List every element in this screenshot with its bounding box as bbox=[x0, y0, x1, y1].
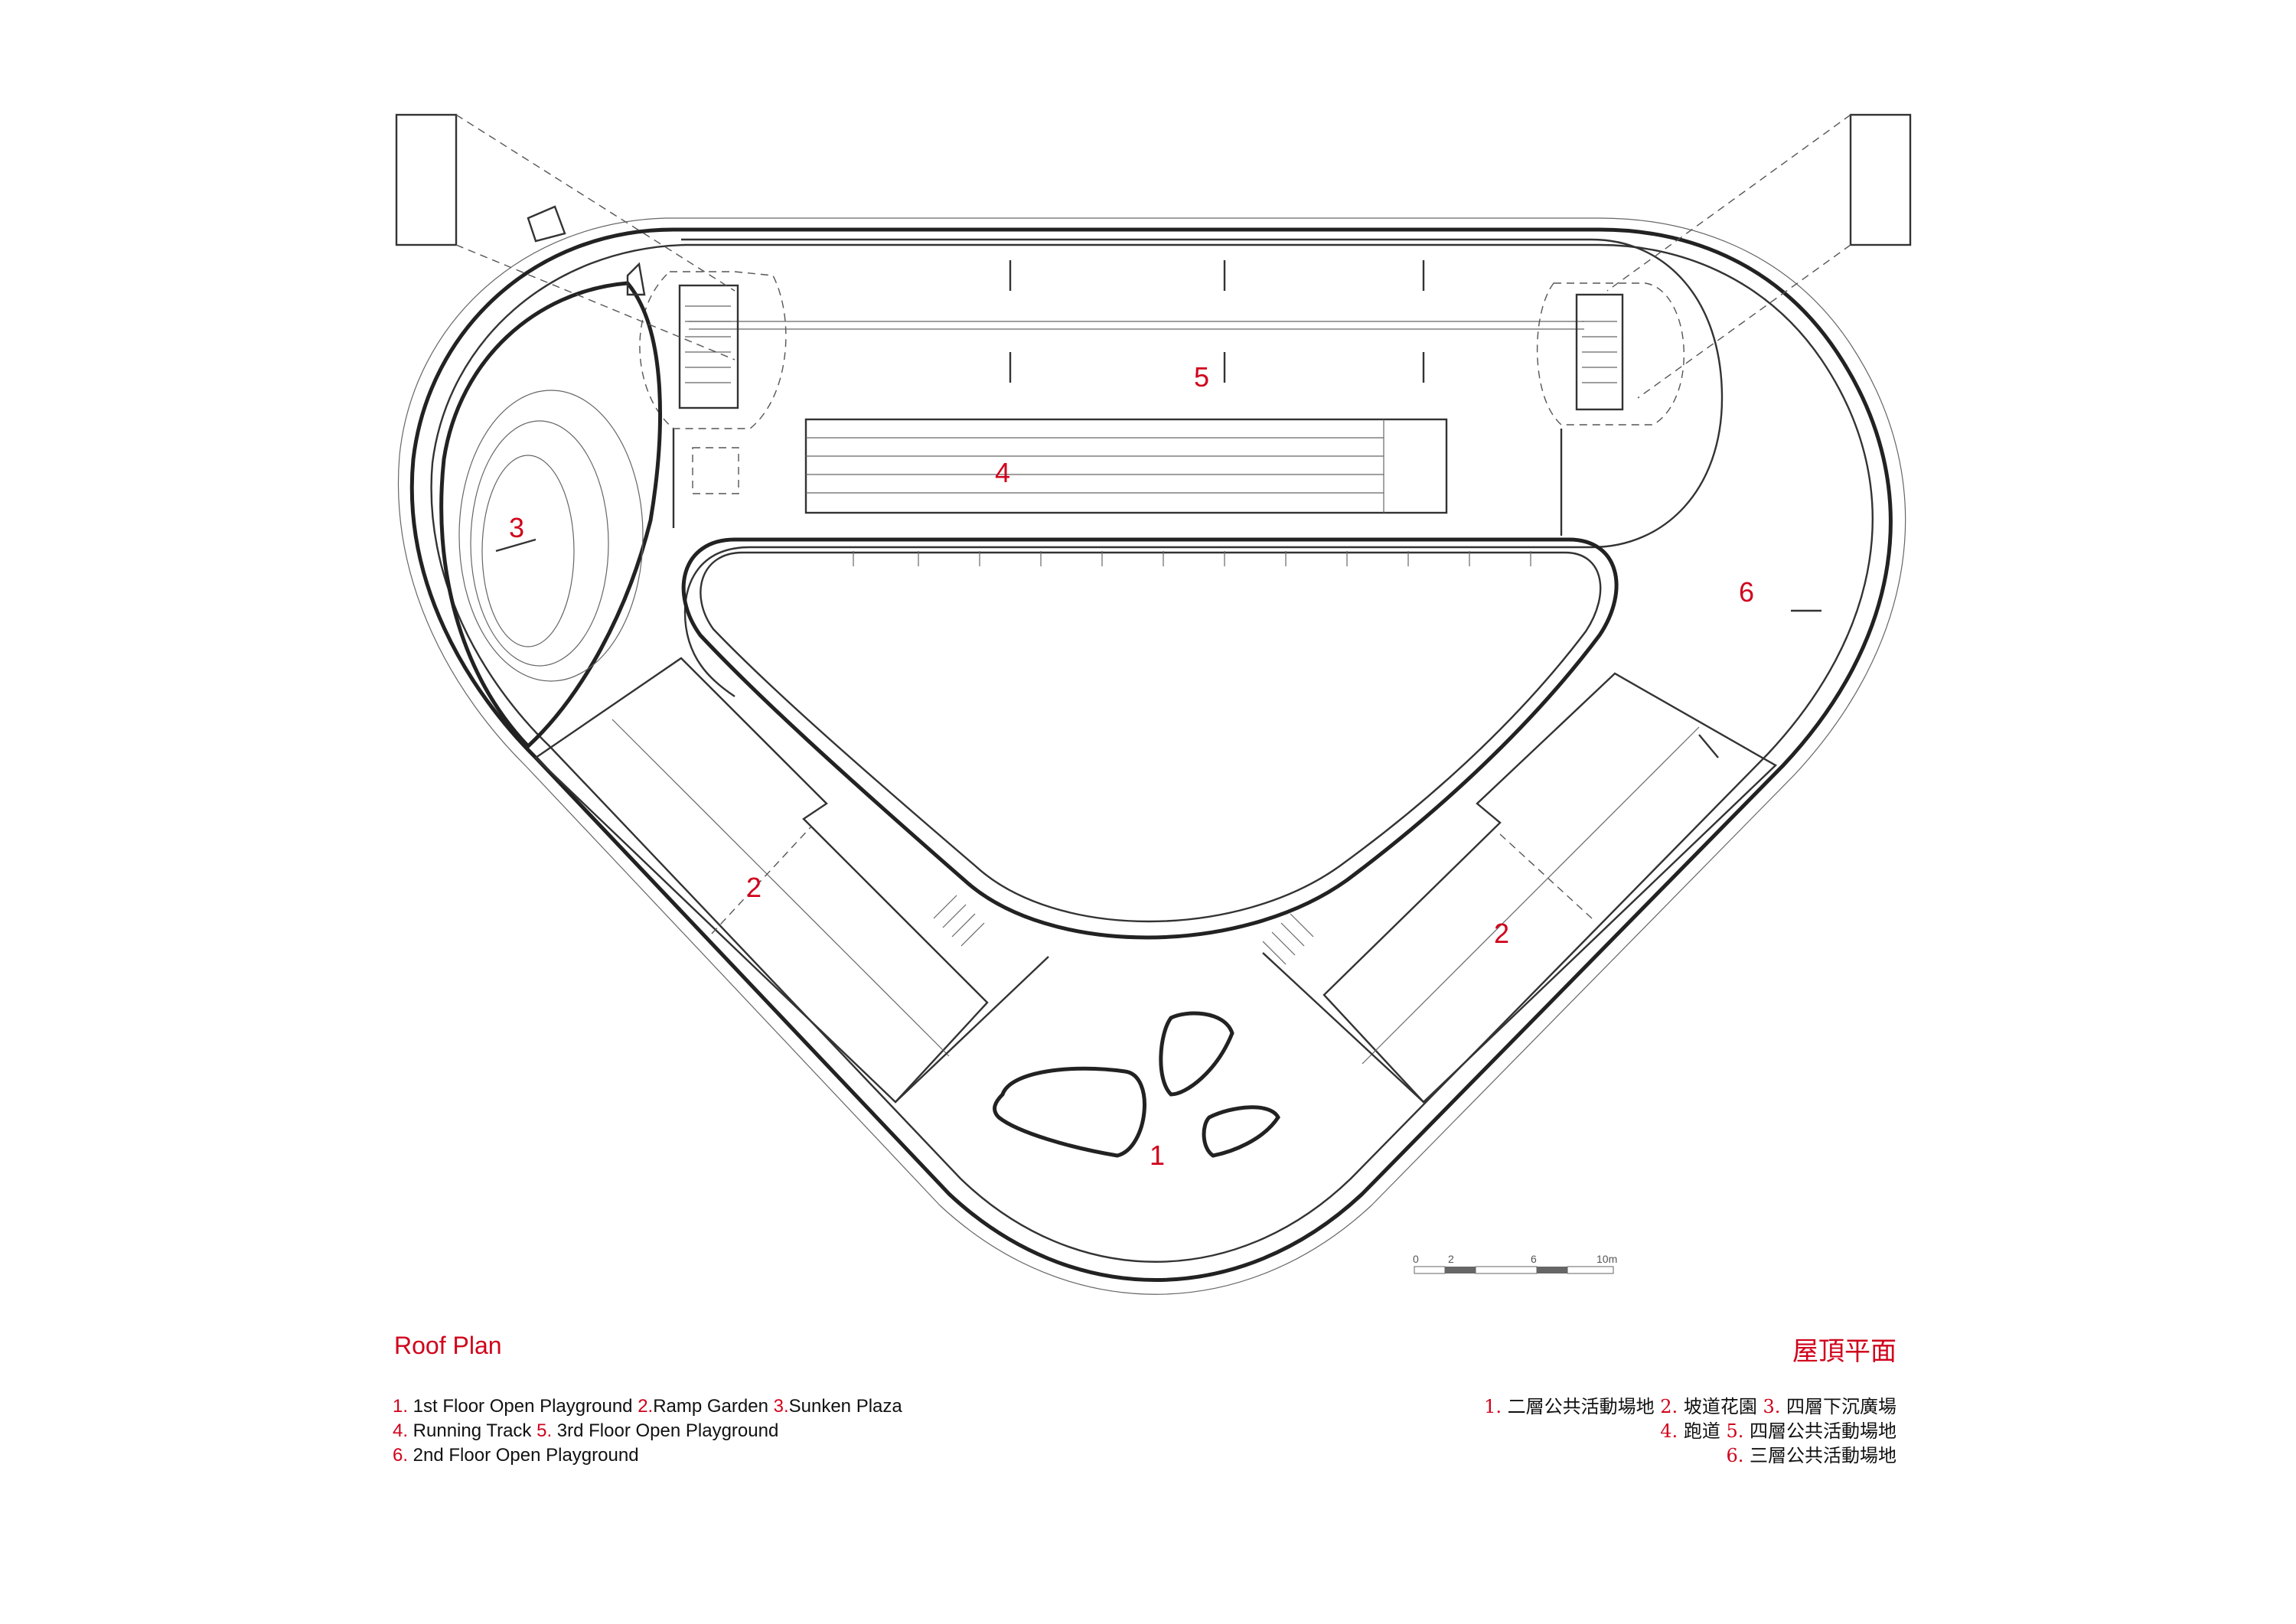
legend-text: 三層公共活動場地 bbox=[1743, 1445, 1896, 1466]
outer-envelope-rim bbox=[398, 217, 1906, 1295]
playground-island-large bbox=[993, 1066, 1146, 1158]
legend-zh-line-1: 1. 二層公共活動場地 2. 坡道花園 3. 四層下沉廣場 bbox=[1484, 1394, 1896, 1419]
legend-text: 四層公共活動場地 bbox=[1743, 1420, 1896, 1442]
zone-label-3: 3 bbox=[509, 512, 524, 543]
legend-en: 1. 1st Floor Open Playground 2.Ramp Gard… bbox=[393, 1394, 902, 1468]
scale-bar: 0 2 6 10m bbox=[1413, 1253, 1617, 1274]
legend-text: 二層公共活動場地 bbox=[1502, 1396, 1661, 1417]
legend-num: 1. bbox=[1484, 1396, 1502, 1417]
zone-label-6: 6 bbox=[1739, 576, 1754, 608]
section-marker-right bbox=[1849, 113, 1912, 246]
legend-text: Ramp Garden bbox=[653, 1396, 774, 1417]
legend-num: 4. bbox=[393, 1420, 409, 1441]
legend-text: 四層下沉廣場 bbox=[1780, 1396, 1896, 1417]
sunken-plaza-ring-2 bbox=[470, 420, 609, 667]
section-leader-3 bbox=[1606, 114, 1851, 292]
zone-label-5: 5 bbox=[1194, 361, 1209, 393]
legend-text: 1st Floor Open Playground bbox=[408, 1396, 638, 1417]
upper-deck-outline bbox=[681, 238, 1724, 697]
ramp-garden-right bbox=[1322, 672, 1777, 1104]
stair-treads-left bbox=[685, 305, 731, 383]
scale-tick-10: 10m bbox=[1596, 1253, 1617, 1265]
legend-title-en: Roof Plan bbox=[394, 1332, 502, 1359]
legend-num: 3. bbox=[773, 1396, 789, 1417]
playground-island-small bbox=[1202, 1105, 1280, 1158]
legend-text: Running Track bbox=[408, 1420, 537, 1441]
central-courtyard-inner bbox=[700, 551, 1602, 923]
legend-num: 6. bbox=[1726, 1445, 1744, 1466]
scale-tick-2: 2 bbox=[1448, 1253, 1454, 1265]
legend-text: 2nd Floor Open Playground bbox=[408, 1445, 639, 1466]
legend-text: 3rd Floor Open Playground bbox=[552, 1420, 779, 1441]
ramp-left-dash bbox=[711, 826, 812, 934]
zone-label-2-right: 2 bbox=[1494, 918, 1509, 949]
skylight-square bbox=[692, 447, 739, 494]
zone-label-4: 4 bbox=[995, 457, 1010, 488]
stair-treads-right bbox=[1582, 321, 1617, 383]
outer-envelope-inner bbox=[430, 243, 1874, 1263]
legend-zh-line-2: 4. 跑道 5. 四層公共活動場地 bbox=[1484, 1419, 1896, 1443]
legend-num: 5. bbox=[1726, 1420, 1744, 1442]
scale-tick-0: 0 bbox=[1413, 1253, 1419, 1265]
stair-core-right bbox=[1575, 293, 1624, 411]
central-courtyard bbox=[681, 537, 1619, 940]
outer-envelope bbox=[409, 227, 1893, 1282]
ramp-garden-left bbox=[534, 657, 989, 1104]
legend-zh-line-3: 6. 三層公共活動場地 bbox=[1484, 1443, 1896, 1468]
sunken-plaza-arrow bbox=[495, 538, 536, 553]
section-leader-2 bbox=[455, 244, 735, 360]
stairs-lower-left bbox=[933, 895, 985, 947]
playground-boundary-left bbox=[895, 956, 1049, 1103]
legend-num: 2. bbox=[638, 1396, 654, 1417]
legend-en-line-3: 6. 2nd Floor Open Playground bbox=[393, 1443, 902, 1468]
marker-triangle-left bbox=[527, 205, 566, 243]
legend-en-line-2: 4. Running Track 5. 3rd Floor Open Playg… bbox=[393, 1419, 902, 1443]
running-track-lanes bbox=[806, 419, 1384, 513]
stair-core-left bbox=[678, 284, 739, 409]
ramp-right-diag bbox=[1362, 726, 1700, 1065]
scale-tick-6: 6 bbox=[1531, 1253, 1537, 1265]
running-track bbox=[804, 418, 1448, 514]
playground-island-top bbox=[1159, 1011, 1234, 1097]
legend-text: Sunken Plaza bbox=[788, 1396, 902, 1417]
section-marker-left bbox=[395, 113, 458, 246]
core-bubble-right bbox=[1536, 282, 1684, 426]
legend-text: 跑道 bbox=[1678, 1420, 1727, 1442]
ramp-right-dash bbox=[1499, 833, 1593, 919]
sunken-plaza-ring-3 bbox=[481, 455, 575, 647]
core-bubble-left bbox=[639, 271, 787, 429]
legend-num: 2. bbox=[1660, 1396, 1678, 1417]
legend-num: 5. bbox=[536, 1420, 553, 1441]
section-leader-4 bbox=[1637, 244, 1851, 399]
legend-num: 3. bbox=[1763, 1396, 1781, 1417]
courtyard-balcony-lines bbox=[853, 551, 1531, 566]
marker-triangle-right bbox=[626, 262, 646, 296]
section-leader-1 bbox=[455, 114, 735, 292]
legend-num: 1. bbox=[393, 1396, 409, 1417]
zone6-mark bbox=[1698, 734, 1719, 758]
legend-title-zh: 屋頂平面 bbox=[1792, 1336, 1896, 1367]
legend-zh: 1. 二層公共活動場地 2. 坡道花園 3. 四層下沉廣場 4. 跑道 5. 四… bbox=[1484, 1394, 1896, 1468]
legend-text: 坡道花園 bbox=[1678, 1396, 1763, 1417]
legend-en-line-1: 1. 1st Floor Open Playground 2.Ramp Gard… bbox=[393, 1394, 902, 1419]
playground-boundary-right bbox=[1262, 952, 1424, 1103]
sunken-plaza-ring-1 bbox=[458, 390, 644, 682]
zone-label-1: 1 bbox=[1150, 1140, 1165, 1171]
stairs-lower-right bbox=[1262, 913, 1314, 965]
legend-num: 6. bbox=[393, 1445, 409, 1466]
legend-num: 4. bbox=[1660, 1420, 1678, 1442]
sunken-plaza bbox=[439, 281, 662, 749]
zone-label-2-left: 2 bbox=[746, 872, 762, 903]
ramp-left-diag bbox=[612, 719, 950, 1057]
